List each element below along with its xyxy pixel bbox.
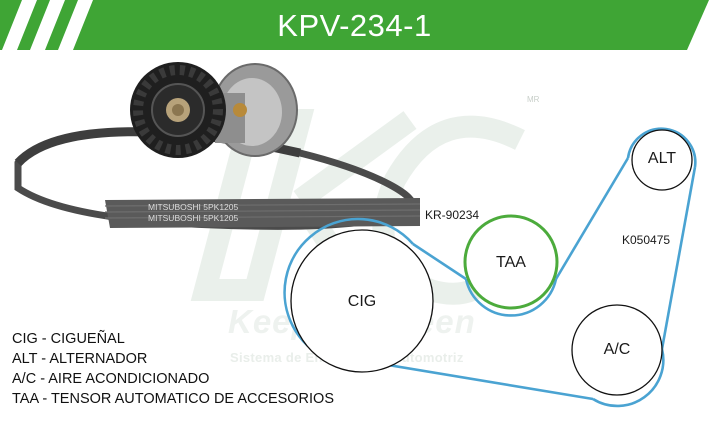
legend-item-ac: A/C - AIRE ACONDICIONADO	[12, 371, 210, 387]
pulley-taa	[463, 214, 559, 310]
belt-part-number: K050475	[622, 233, 671, 247]
pulley-taa-label: TAA	[496, 254, 526, 271]
pulley-alt-label: ALT	[647, 150, 677, 167]
tensioner-illustration	[130, 62, 298, 158]
header-banner	[0, 0, 709, 50]
legend-item-cig: CIG - CIGUEÑAL	[12, 331, 125, 347]
pulley-alt	[631, 129, 693, 191]
watermark-trademark: MR	[527, 95, 540, 104]
pulley-cig	[290, 229, 434, 373]
pulley-cig-label: CIG	[347, 293, 377, 310]
legend-item-alt: ALT - ALTERNADOR	[12, 351, 148, 367]
product-photo: MITSUBOSHI 5PK1205 MITSUBOSHI 5PK1205	[14, 62, 421, 230]
header-stripes	[2, 0, 93, 50]
belt-print-1: MITSUBOSHI 5PK1205	[148, 202, 239, 212]
legend: CIG - CIGUEÑAL ALT - ALTERNADOR A/C - AI…	[12, 329, 334, 409]
pulley-ac-label: A/C	[603, 341, 631, 358]
pulley-ac	[571, 304, 663, 396]
belt-print-2: MITSUBOSHI 5PK1205	[148, 213, 239, 223]
page-title: KPV-234-1	[277, 8, 432, 43]
legend-item-taa: TAA - TENSOR AUTOMATICO DE ACCESORIOS	[12, 391, 335, 407]
tensioner-part-number: KR-90234	[425, 208, 480, 222]
